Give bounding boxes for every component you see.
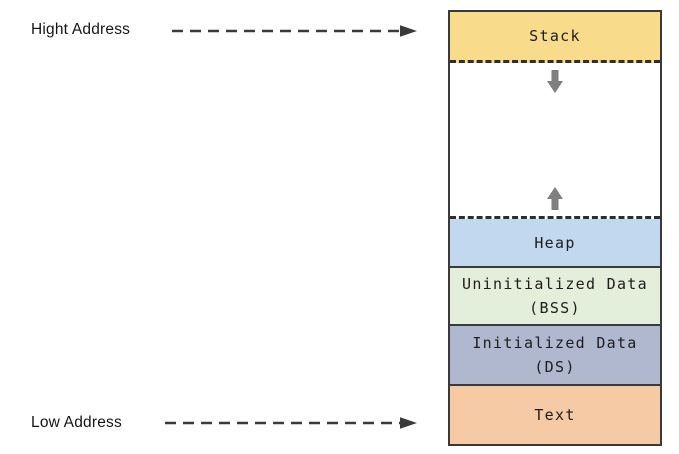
segment-ds-label-line1: Initialized Data: [472, 334, 638, 352]
low-address-arrowhead-icon: [400, 417, 417, 429]
high-address-label: Hight Address: [31, 21, 131, 38]
segment-stack-label: Stack: [529, 27, 581, 45]
segment-heap-label: Heap: [534, 233, 576, 252]
segment-text-label: Text: [534, 406, 576, 424]
segment-heap: Heap: [450, 219, 660, 268]
segment-bss-label-line2: (BSS): [529, 299, 581, 317]
segment-bss-label-line1: Uninitialized Data: [462, 275, 648, 293]
segment-unused-gap: [450, 63, 660, 219]
memory-column: Stack Heap Uninitialized Data (BSS) Init…: [448, 10, 662, 446]
arrow-down-icon: [547, 70, 563, 93]
segment-ds: Initialized Data (DS): [450, 326, 660, 386]
arrow-up-icon: [547, 187, 563, 210]
low-address-label: Low Address: [31, 414, 122, 431]
segment-text: Text: [450, 386, 660, 444]
segment-ds-label-line2: (DS): [534, 358, 576, 376]
segment-stack: Stack: [450, 12, 660, 63]
segment-bss: Uninitialized Data (BSS): [450, 268, 660, 326]
high-address-arrowhead-icon: [400, 25, 417, 37]
